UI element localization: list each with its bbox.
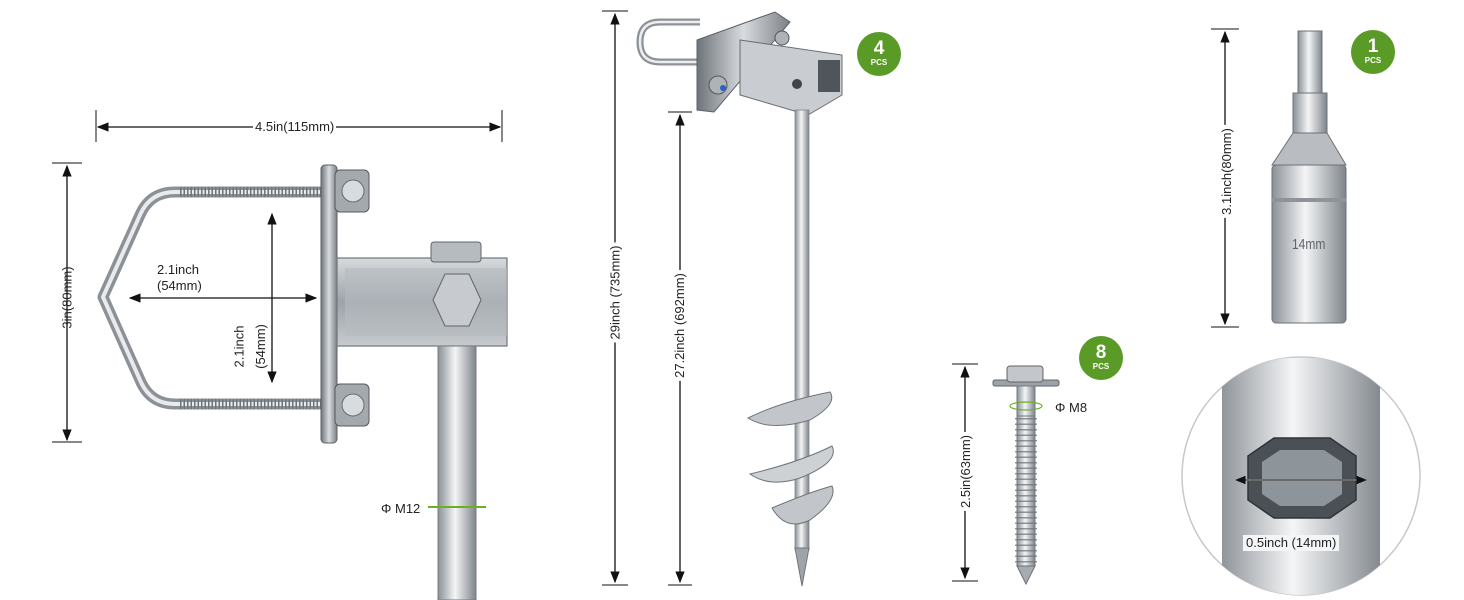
screw-length-label: 2.5in(63mm) [957,432,973,511]
screw-unit: PCS [1092,362,1110,371]
socket-unit: PCS [1364,56,1382,65]
hex-socket [1181,28,1421,596]
anchor-shaft-length-label: 27.2inch (692mm) [671,270,687,381]
lag-screw [952,363,1060,586]
anchor-unit: PCS [870,58,888,67]
nut-bottom [334,383,370,427]
socket-count: 1 [1367,36,1379,57]
ground-anchor [602,10,843,587]
screw-count: 8 [1095,342,1107,363]
socket-engraving: 14mm [1292,236,1326,253]
bracket-closeup [52,110,508,600]
ubolt-width-line2: (54mm) [157,278,202,294]
anchor-total-length-label: 29inch (735mm) [607,242,623,343]
socket-length-label: 3.1inch(80mm) [1218,125,1234,218]
nut-top [334,169,370,213]
ubolt-height-label-line2: (54mm) [252,324,268,369]
screw-quantity-badge: 8 PCS [1079,336,1123,380]
bracket-height-label: 3in(80mm) [59,266,75,329]
socket-quantity-badge: 1 PCS [1351,30,1395,74]
bracket-width-label: 4.5in(115mm) [253,119,337,136]
anchor-count: 4 [873,38,885,59]
rod-diameter-label: Φ M12 [381,501,421,516]
socket-opening-label: 0.5inch (14mm) [1243,535,1340,552]
screw-diameter-label: Φ M8 [1055,400,1088,415]
ubolt-width-line1: 2.1inch [157,262,199,277]
ubolt-width-label: 2.1inch (54mm) [157,262,202,295]
anchor-quantity-badge: 4 PCS [857,32,901,76]
ubolt-height-label-line1: 2.1inch [231,325,247,368]
